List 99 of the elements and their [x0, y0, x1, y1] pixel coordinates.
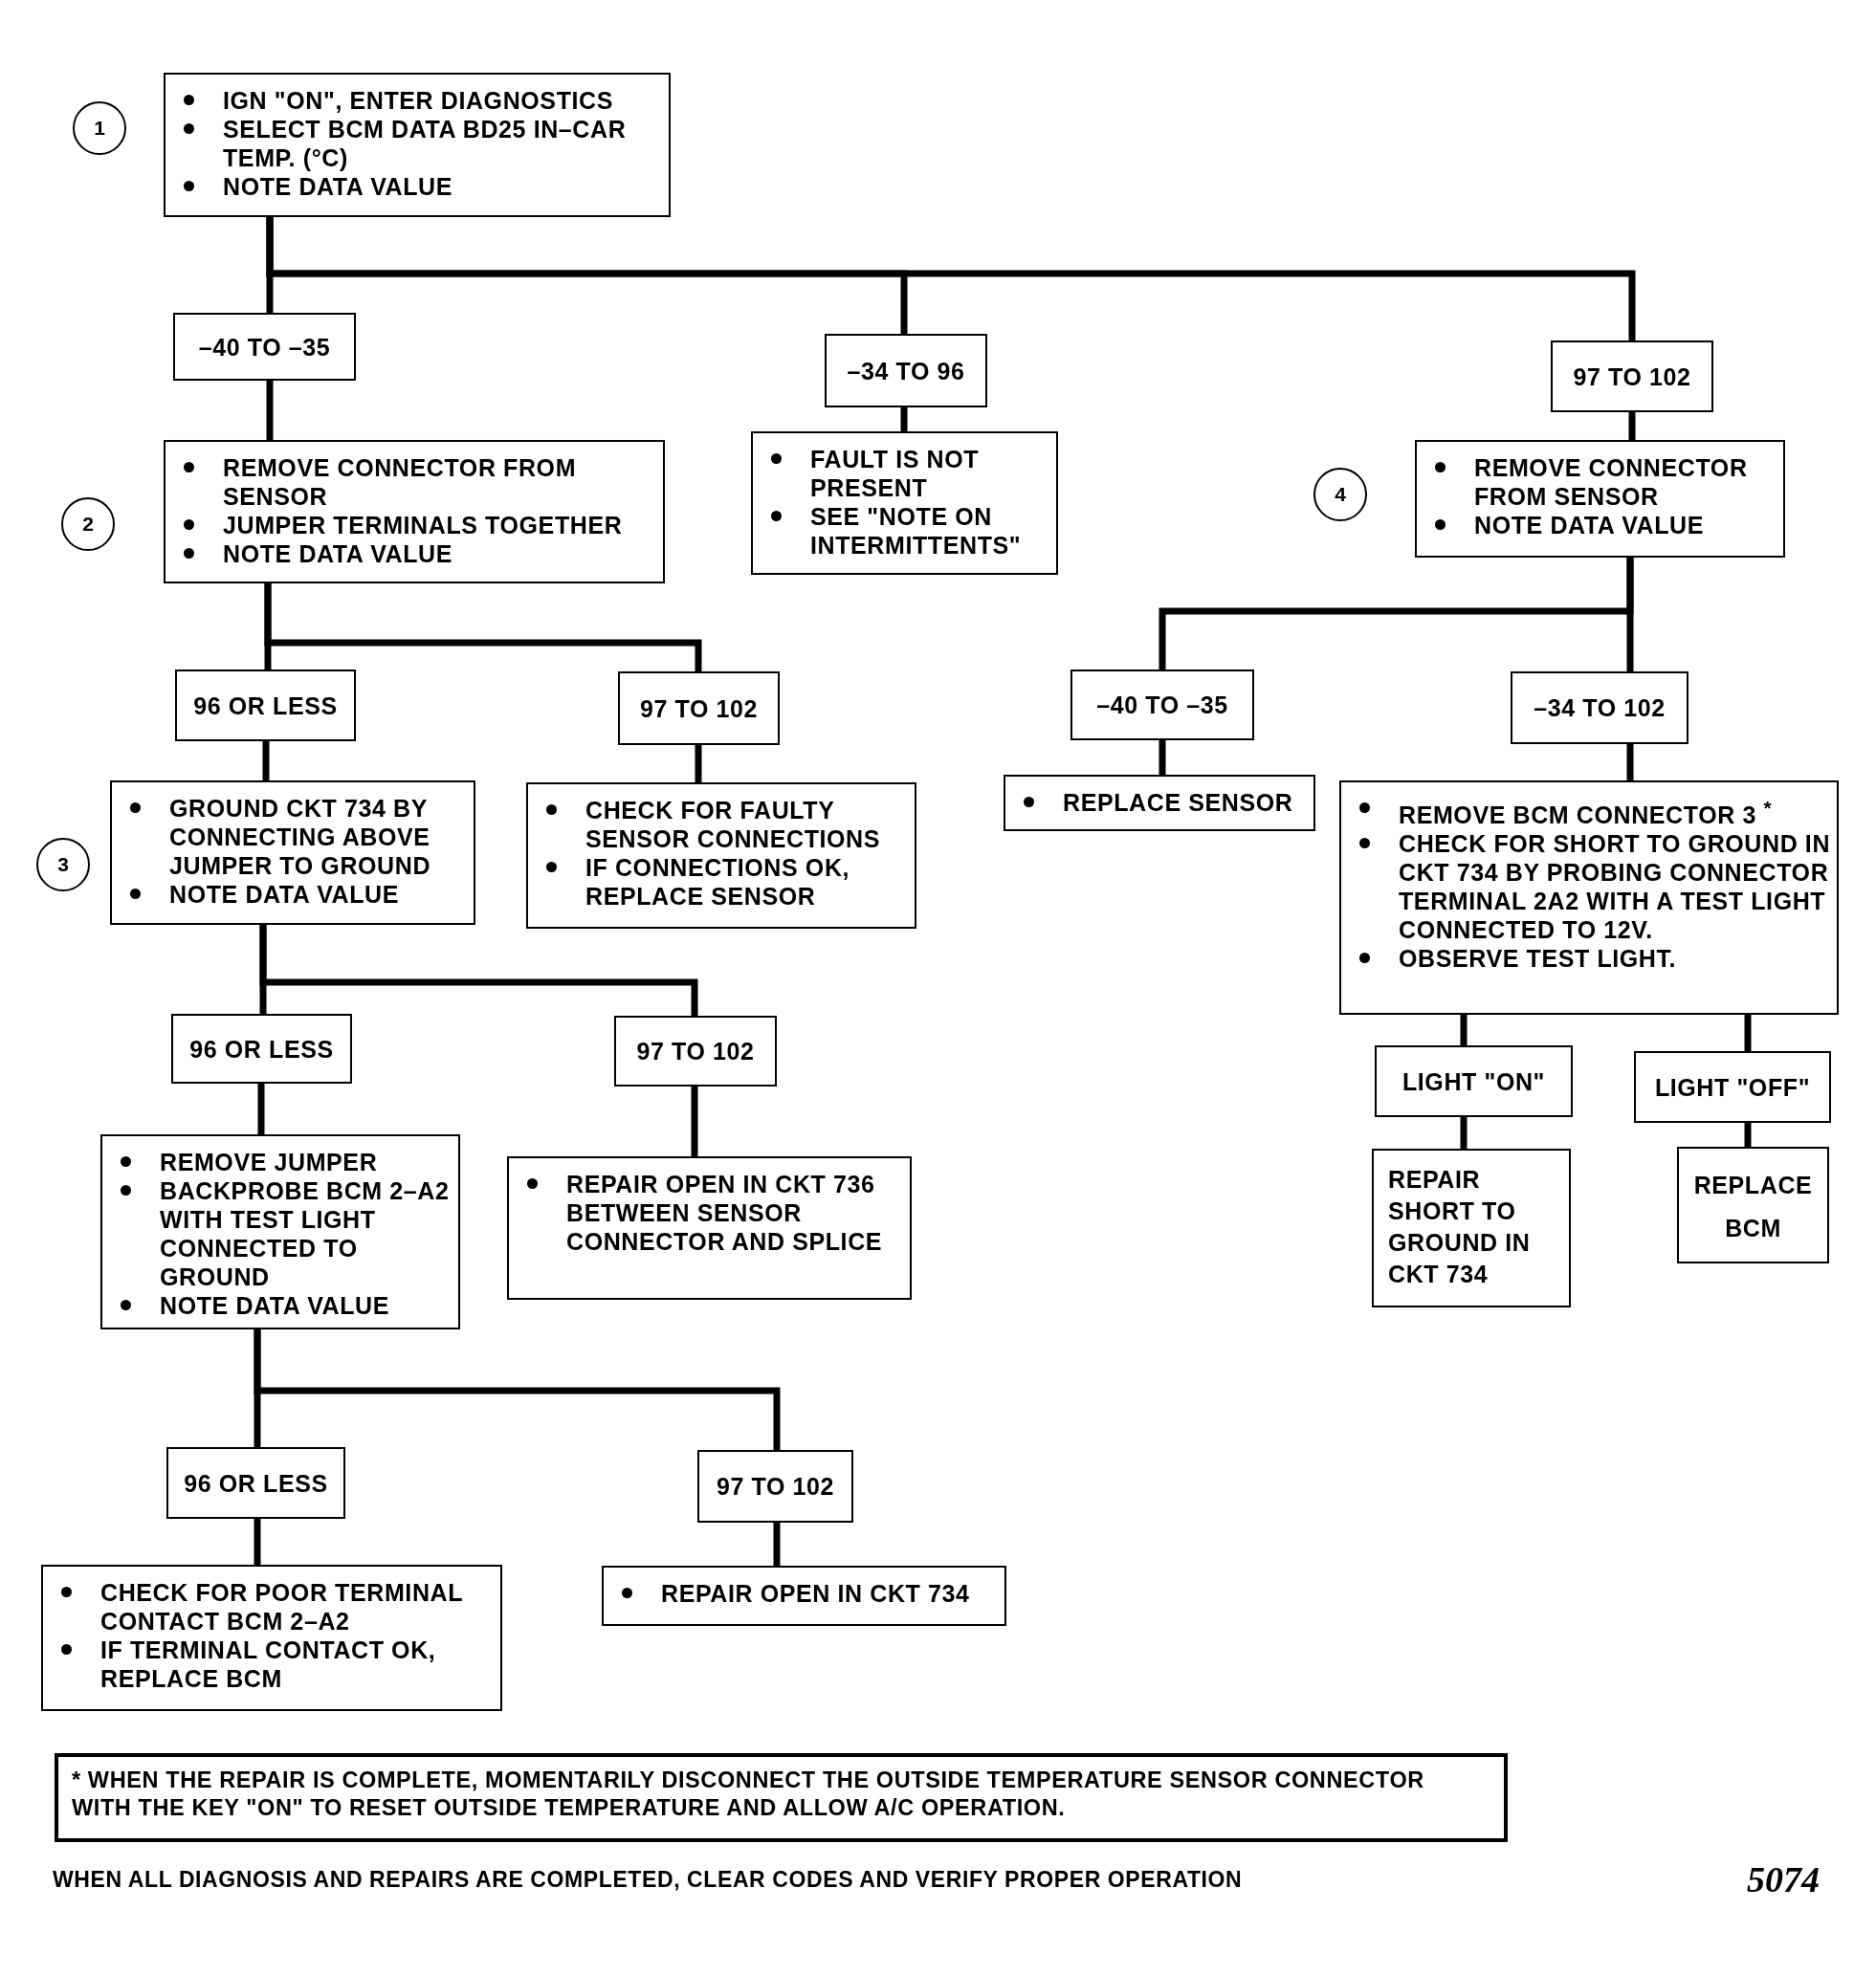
action-box — [164, 440, 665, 583]
result-box — [825, 334, 987, 407]
result-box — [1551, 340, 1713, 412]
connector-line — [254, 1329, 781, 1450]
connector-line — [900, 407, 908, 431]
result-value: 97 TO 102 — [639, 693, 759, 723]
result-box — [166, 1447, 345, 1519]
result-value: 96 OR LESS — [184, 1468, 328, 1498]
footer-note: WHEN ALL DIAGNOSIS AND REPAIRS ARE COMPLETED, CLEAR CODES AND VERIFY PROPER OPERATION — [53, 1866, 1243, 1894]
instruction-text: REMOVE BCM CONNECTOR 3 $^{*}$ — [1399, 796, 1773, 830]
connector-line — [259, 925, 698, 1016]
result-box — [1375, 1045, 1573, 1117]
figure-number: 5074 — [1747, 1858, 1820, 1900]
action-box — [100, 1134, 460, 1329]
instruction-text: JUMPER TERMINALS TOGETHER — [223, 511, 623, 539]
result-value: LIGHT "ON" — [1401, 1066, 1546, 1096]
step-number: 4 — [1335, 483, 1346, 506]
result-value: 97 TO 102 — [716, 1472, 835, 1501]
result-box — [1070, 670, 1254, 740]
action-box — [602, 1566, 1006, 1626]
result-box — [614, 1016, 777, 1087]
result-box — [1511, 671, 1688, 744]
connector-line — [1744, 1123, 1752, 1147]
action-box — [1372, 1149, 1571, 1307]
connector-line — [773, 1523, 781, 1566]
result-value: 97 TO 102 — [1573, 362, 1691, 391]
instruction-text: REMOVE JUMPER — [160, 1148, 378, 1176]
action-box — [164, 73, 671, 217]
connector-line — [695, 745, 702, 782]
instruction-text: IF TERMINAL CONTACT OK, REPLACE BCM — [100, 1636, 437, 1693]
instruction-text: CHECK FOR SHORT TO GROUND IN CKT 734 BY PROBING CONNECTOR TERMINAL 2A2 WITH A TEST LIGHT CONNECTED TO 12V. — [1399, 829, 1831, 945]
step-number-circle — [1313, 468, 1367, 521]
instruction-text: OBSERVE TEST LIGHT. — [1399, 944, 1677, 974]
result-value: –34 TO 96 — [847, 356, 965, 385]
result-value: –40 TO –35 — [1096, 691, 1228, 719]
result-value: –34 TO 102 — [1534, 693, 1666, 722]
result-value: 96 OR LESS — [189, 1034, 334, 1064]
result-value: 97 TO 102 — [636, 1037, 755, 1065]
connector-line — [1628, 412, 1636, 440]
instruction-text: IF CONNECTIONS OK, REPLACE SENSOR — [585, 853, 851, 911]
connector-line — [266, 381, 274, 440]
instruction-text: REPLACE SENSOR — [1063, 788, 1293, 817]
instruction-text: SEE "NOTE ON INTERMITTENTS" — [810, 502, 1023, 560]
connector-line — [254, 1519, 261, 1565]
step-number-circle — [73, 101, 126, 155]
action-box — [41, 1565, 502, 1711]
result-value: 96 OR LESS — [193, 691, 338, 720]
footnote-text: * WHEN THE REPAIR IS COMPLETE, MOMENTARILY DISCONNECT THE OUTSIDE TEMPERATURE SENSOR CONNECTOR WITH THE KEY "ON" TO RESET OUTSIDE TEMPERATURE AND ALLOW A/C OPERATION. — [72, 1767, 1425, 1822]
instruction-text: FAULT IS NOT PRESENT — [810, 445, 981, 502]
connector-line — [262, 741, 270, 780]
result-box — [1634, 1051, 1831, 1123]
connector-line — [1626, 744, 1634, 780]
instruction-text: NOTE DATA VALUE — [169, 880, 399, 909]
action-box — [1339, 780, 1839, 1015]
action-box — [1677, 1147, 1829, 1263]
result-box — [618, 671, 780, 745]
connector-line — [1744, 1015, 1752, 1051]
result-value: –40 TO –35 — [198, 332, 331, 362]
connector-line — [1626, 558, 1634, 671]
instruction-text: NOTE DATA VALUE — [223, 172, 452, 201]
connector-line — [1460, 1117, 1468, 1149]
instruction-text: REPAIR OPEN IN CKT 734 — [661, 1579, 970, 1608]
instruction-text: CHECK FOR POOR TERMINAL CONTACT BCM 2–A2 — [100, 1578, 464, 1636]
step-number: 1 — [94, 117, 105, 140]
result-value: LIGHT "OFF" — [1654, 1072, 1811, 1102]
action-box — [751, 431, 1058, 575]
instruction-text: NOTE DATA VALUE — [160, 1291, 389, 1320]
result-box — [175, 670, 356, 741]
connector-line — [264, 583, 702, 671]
instruction-text: SELECT BCM DATA BD25 IN–CAR TEMP. (°C) — [223, 115, 628, 172]
connector-line — [257, 1084, 265, 1134]
instruction-text: BACKPROBE BCM 2–A2 WITH TEST LIGHT CONNECTED TO GROUND — [160, 1176, 451, 1291]
instruction-text: REPAIR OPEN IN CKT 736 BETWEEN SENSOR CONNECTOR AND SPLICE — [566, 1170, 884, 1256]
step-number-circle — [61, 497, 115, 551]
connector-line — [691, 1087, 698, 1156]
action-box — [1415, 440, 1785, 558]
connector-line — [1159, 740, 1166, 775]
instruction-text: NOTE DATA VALUE — [223, 539, 452, 568]
instruction-text: GROUND CKT 734 BY CONNECTING ABOVE JUMPER TO GROUND — [169, 794, 432, 880]
step-number: 3 — [57, 853, 69, 876]
instruction-text: NOTE DATA VALUE — [1474, 511, 1704, 539]
instruction-text: REPAIR SHORT TO GROUND IN CKT 734 — [1388, 1165, 1532, 1289]
action-box — [1004, 775, 1315, 831]
connector-line — [1460, 1015, 1468, 1045]
footnote-box — [55, 1753, 1508, 1842]
instruction-text: IGN "ON", ENTER DIAGNOSTICS — [223, 86, 613, 115]
action-box — [526, 782, 916, 929]
step-number-circle — [36, 838, 90, 891]
connector-line — [266, 217, 1636, 340]
instruction-text: REMOVE CONNECTOR FROM SENSOR — [223, 453, 578, 511]
result-box — [171, 1014, 352, 1084]
result-box — [173, 313, 356, 381]
step-number: 2 — [82, 513, 94, 536]
action-box — [110, 780, 475, 925]
action-box — [507, 1156, 912, 1300]
instruction-text: REMOVE CONNECTOR FROM SENSOR — [1474, 453, 1749, 511]
result-box — [697, 1450, 853, 1523]
instruction-text: CHECK FOR FAULTY SENSOR CONNECTIONS — [585, 796, 882, 853]
instruction-text: REPLACE BCM — [1692, 1171, 1814, 1243]
